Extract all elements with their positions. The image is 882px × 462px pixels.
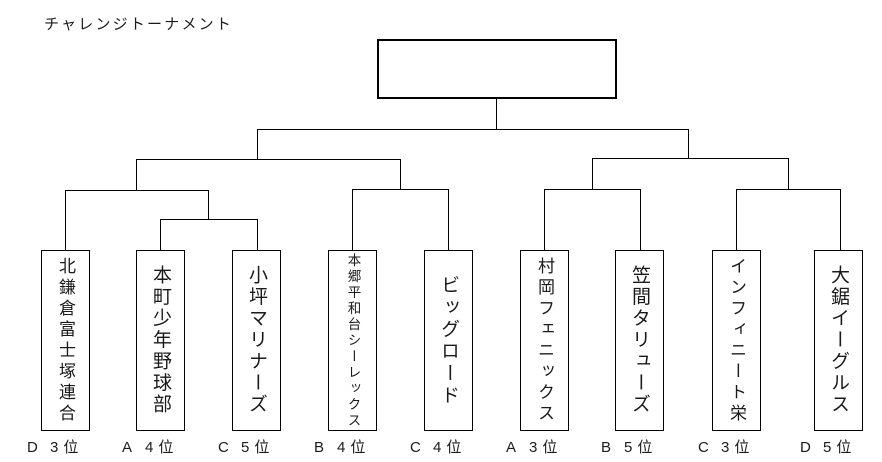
seed-label-9: D 5位 — [800, 436, 880, 456]
team-name: 本町少年野球部 — [150, 265, 171, 416]
seed-block: C — [698, 439, 709, 456]
connector-semi-right — [592, 158, 789, 160]
seed-rank: 3位 — [529, 439, 563, 456]
team-name: インフィニート栄 — [727, 256, 746, 425]
team-box-muraoka: 村岡フェニックス — [520, 250, 569, 431]
seed-label-4: B 4位 — [314, 436, 394, 456]
connector-semi-left-riser — [257, 129, 259, 160]
seed-rank: 5位 — [823, 439, 857, 456]
connector-match45 — [352, 189, 449, 191]
seed-block: D — [800, 439, 811, 456]
connector-team5-drop — [448, 189, 450, 250]
seed-block: C — [218, 439, 229, 456]
connector-team7-drop — [640, 189, 642, 250]
seed-rank: 3位 — [721, 439, 755, 456]
seed-block: D — [27, 439, 38, 456]
connector-round2-left-riser — [136, 159, 138, 191]
seed-rank: 5位 — [624, 439, 658, 456]
connector-match23 — [160, 219, 258, 221]
team-box-infinito: インフィニート栄 — [712, 250, 761, 431]
team-name: 小坪マリナーズ — [246, 265, 267, 416]
connector-match89 — [736, 189, 841, 191]
connector-team8-drop — [736, 189, 738, 250]
connector-champion-stem — [496, 99, 498, 130]
seed-block: A — [122, 439, 133, 456]
seed-rank: 5位 — [241, 439, 275, 456]
team-box-kitakamakura: 北鎌倉富士塚連合 — [41, 250, 90, 431]
seed-block: C — [410, 439, 421, 456]
seed-label-6: A 3位 — [506, 436, 586, 456]
connector-semi-right-riser — [688, 129, 690, 159]
connector-team3-drop — [257, 219, 259, 250]
connector-match67 — [544, 189, 641, 191]
seed-block: A — [506, 439, 517, 456]
champion-box — [377, 39, 617, 99]
team-box-kotsubo: 小坪マリナーズ — [232, 250, 281, 431]
connector-round2-left — [65, 190, 209, 192]
connector-semi-left — [136, 159, 401, 161]
seed-rank: 3位 — [50, 439, 84, 456]
tournament-title: チャレンジトーナメント — [44, 16, 234, 33]
seed-label-1: D 3位 — [27, 436, 107, 456]
connector-team4-drop — [352, 189, 354, 250]
seed-label-3: C 5位 — [218, 436, 298, 456]
connector-team6-drop — [544, 189, 546, 250]
connector-team2-drop — [160, 219, 162, 250]
seed-rank: 4位 — [145, 439, 179, 456]
seed-rank: 4位 — [337, 439, 371, 456]
seed-block: B — [314, 439, 325, 456]
connector-match67-riser — [592, 158, 594, 190]
seed-block: B — [601, 439, 612, 456]
team-box-kasama: 笠間タリューズ — [615, 250, 664, 431]
seed-label-2: A 4位 — [122, 436, 202, 456]
seed-label-5: C 4位 — [410, 436, 490, 456]
connector-team1-drop — [65, 190, 67, 250]
seed-rank: 4位 — [433, 439, 467, 456]
team-name: 村岡フェニックス — [535, 256, 554, 425]
connector-match23-riser — [208, 190, 210, 220]
team-name: 笠間タリューズ — [629, 265, 650, 416]
seed-label-8: C 3位 — [698, 436, 778, 456]
team-name: ビッグロード — [438, 274, 459, 407]
team-box-hongo: 本郷平和台シーレックス — [328, 250, 377, 431]
connector-match45-riser — [400, 159, 402, 190]
team-box-bigroad: ビッグロード — [424, 250, 473, 431]
team-box-honcho: 本町少年野球部 — [136, 250, 185, 431]
connector-final — [257, 129, 689, 131]
team-name: 北鎌倉富士塚連合 — [56, 256, 75, 425]
seed-label-7: B 5位 — [601, 436, 681, 456]
connector-team9-drop — [840, 189, 842, 250]
team-name: 大鋸イーグルス — [828, 265, 849, 416]
connector-match89-riser — [788, 158, 790, 190]
team-box-ogiri: 大鋸イーグルス — [814, 250, 863, 431]
team-name: 本郷平和台シーレックス — [345, 252, 361, 429]
